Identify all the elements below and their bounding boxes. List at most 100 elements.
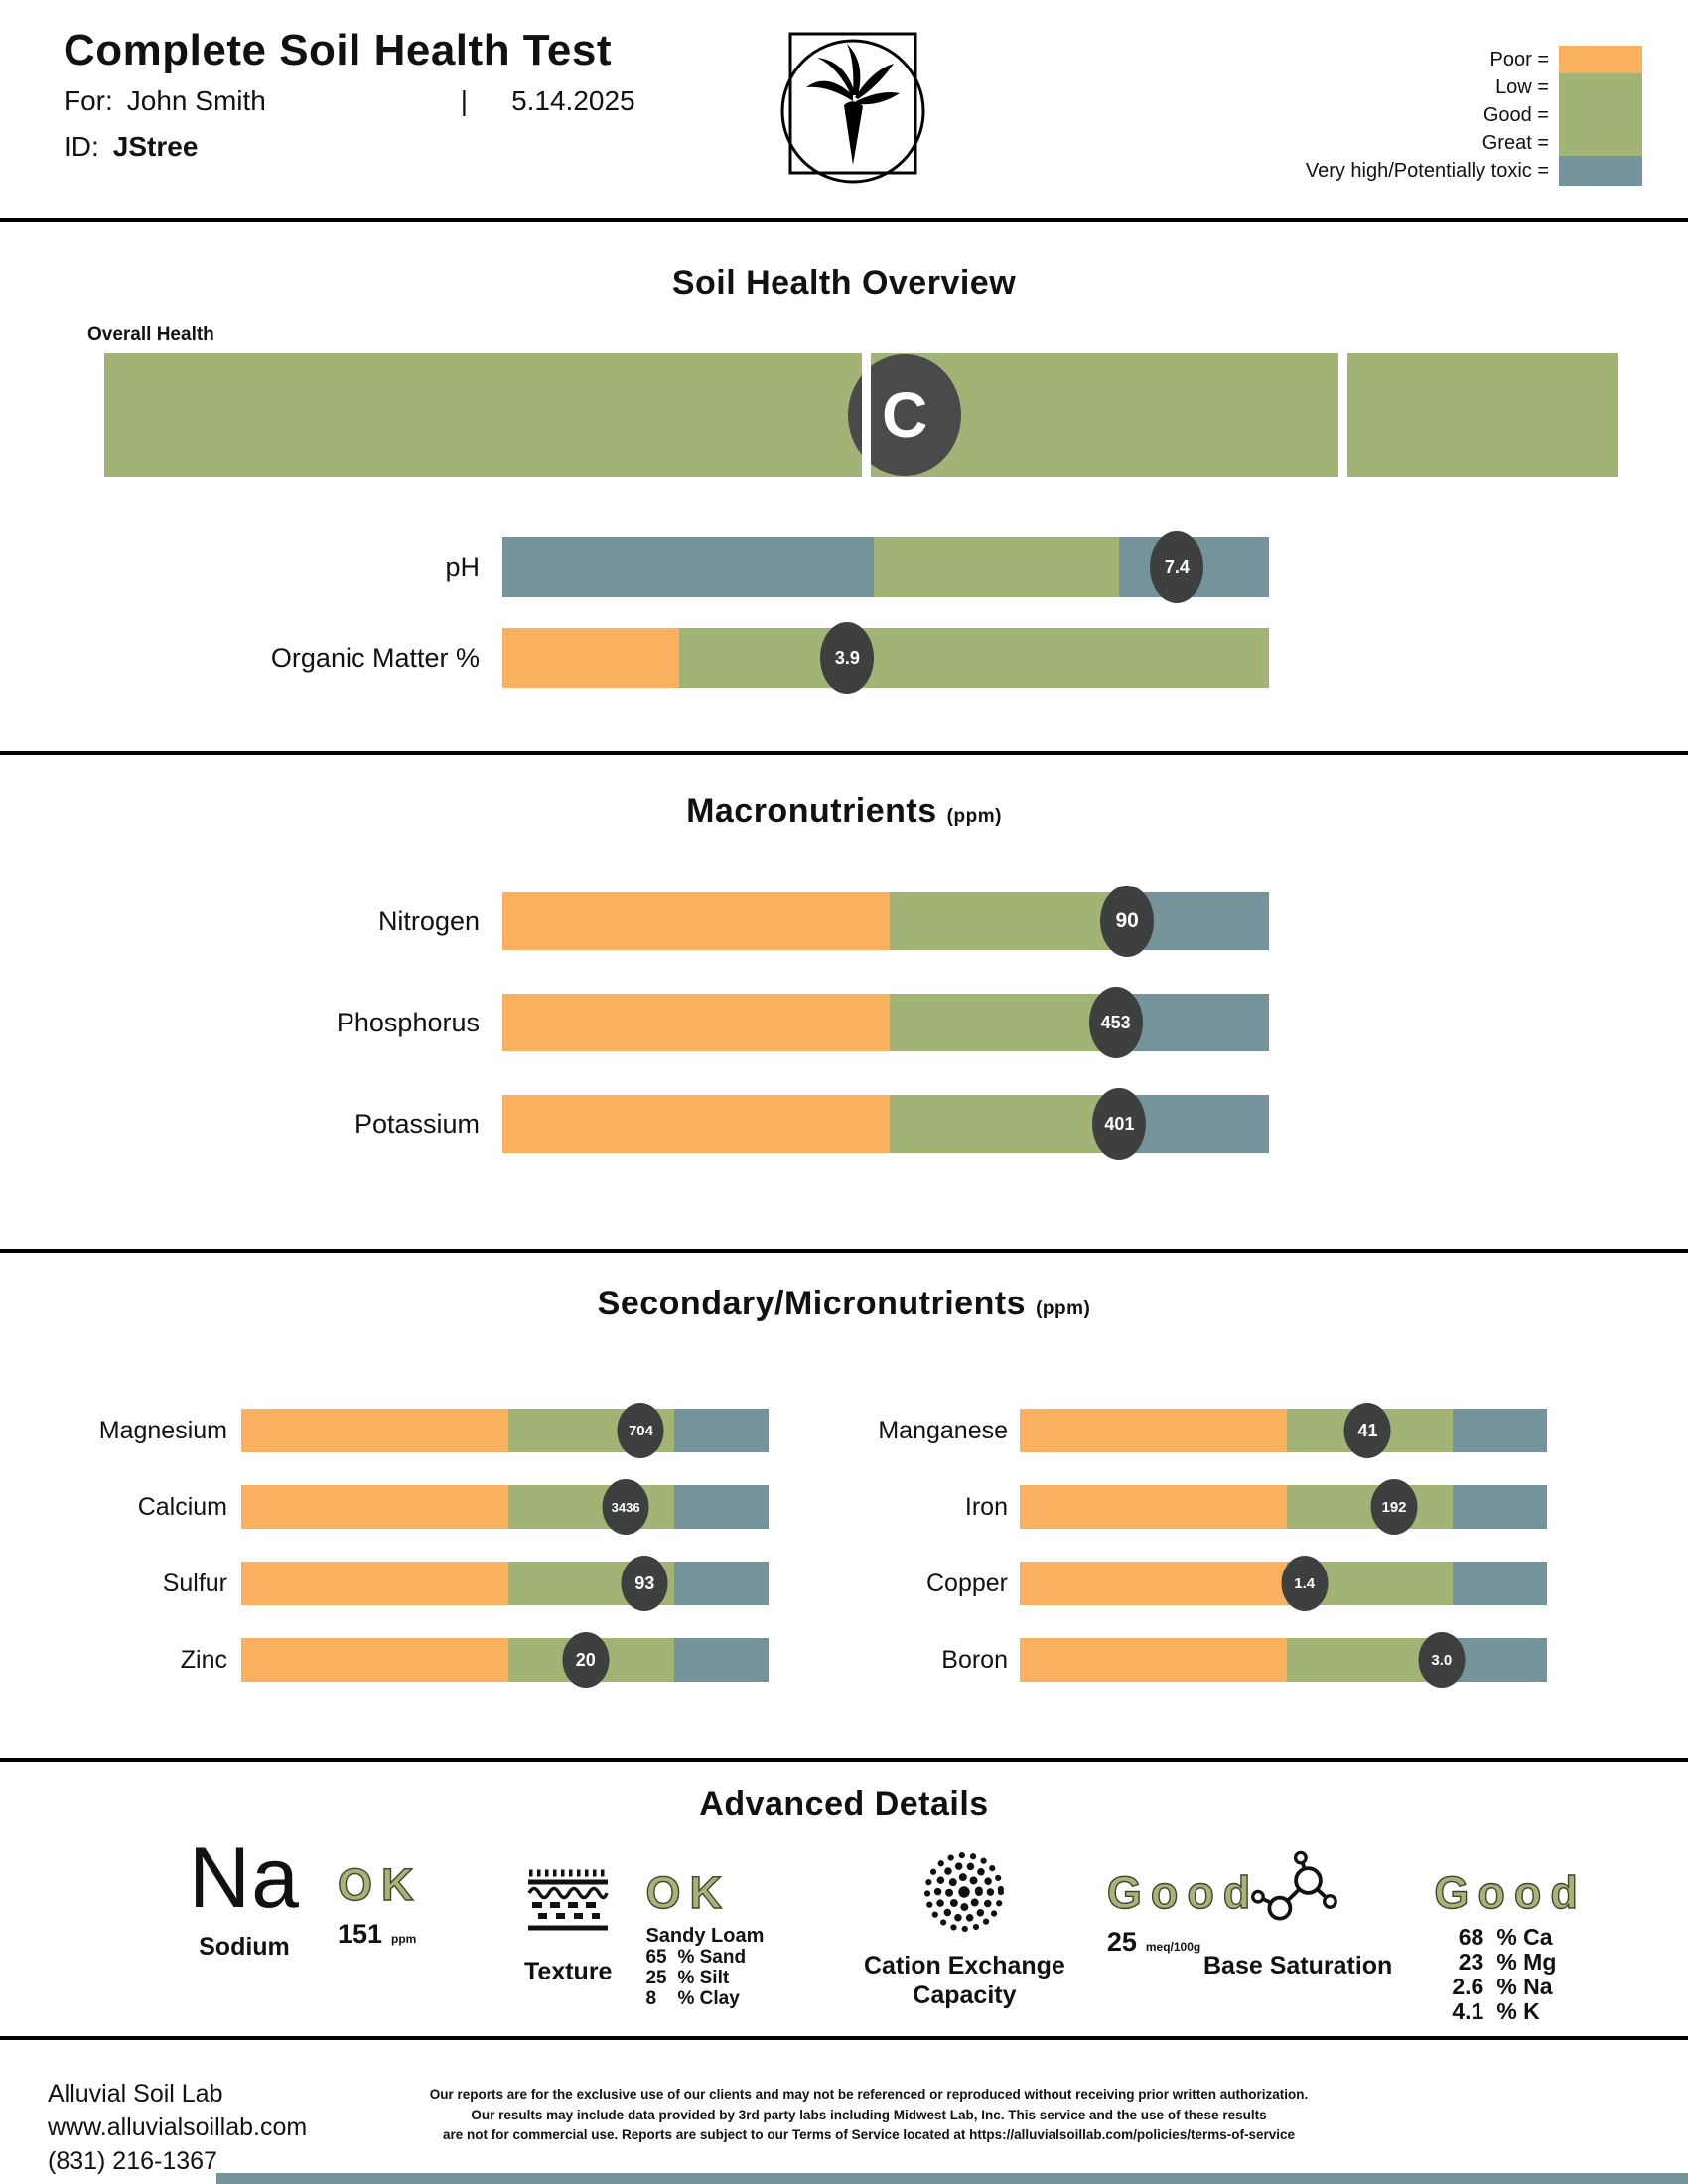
micronutrients-title-text: Secondary/Micronutrients [597, 1285, 1027, 1322]
composition-unit: % Na [1496, 1974, 1553, 1999]
nutrient-row-calcium: Calcium 3436 [0, 1479, 769, 1535]
bar-segment-slate [1133, 892, 1269, 950]
divider-rule [0, 751, 1688, 755]
macronutrients-unit: (ppm) [946, 806, 1002, 827]
legend-swatch-toxic [1559, 156, 1642, 186]
sodium-unit: ppm [391, 1932, 417, 1946]
lab-logo-carrot-icon [761, 14, 949, 209]
composition-value: 23 [1458, 1949, 1484, 1975]
texture-rating: OK [645, 1867, 731, 1918]
bar-segment-orange [241, 1485, 509, 1529]
bar-segment-green [889, 892, 1134, 950]
bar-segment-orange [1020, 1409, 1288, 1452]
bar-segment-slate [1453, 1562, 1547, 1605]
cec-detail: Cation Exchange Capacity Good 25 meq/100… [864, 1843, 1259, 2010]
divider-rule [0, 1758, 1688, 1762]
composition-row: 68 % Ca [1434, 1925, 1586, 1950]
footer-contact: Alluvial Soil Lab www.alluvialsoillab.co… [48, 2077, 307, 2178]
legend-color-scale [1559, 46, 1642, 186]
composition-value: 2.6 [1452, 1974, 1484, 1999]
bar-segment-orange [241, 1409, 509, 1452]
bar-segment-orange [502, 628, 679, 688]
bar-segment-orange [502, 1095, 890, 1153]
composition-row: 8% Clay [645, 1988, 764, 2009]
bar-label: Iron [964, 1492, 1008, 1521]
company-phone: (831) 216-1367 [48, 2147, 217, 2175]
legend-label: Poor = [1489, 49, 1549, 70]
overview-title-text: Soil Health Overview [671, 264, 1017, 302]
sample-id-line: ID: JStree [64, 131, 635, 163]
bar-segment-slate [1133, 994, 1269, 1051]
sulfur-bar: 93 [241, 1556, 769, 1611]
bar-segment-orange [241, 1562, 509, 1605]
composition-unit: % Mg [1496, 1949, 1557, 1975]
company-name: Alluvial Soil Lab [48, 2080, 223, 2108]
overall-health-bar: C [104, 353, 1618, 477]
composition-unit: % K [1496, 1998, 1540, 2024]
disclaimer-line: Our reports are for the exclusive use of… [429, 2087, 1309, 2102]
value-marker: 192 [1370, 1479, 1418, 1535]
disclaimer-line: are not for commercial use. Reports are … [442, 2127, 1295, 2142]
composition-unit: % Silt [677, 1968, 730, 1988]
bar-segment-green [508, 1485, 675, 1529]
bar-label: Magnesium [98, 1416, 227, 1444]
iron-bar: 192 [1020, 1479, 1547, 1535]
footer-disclaimer: Our reports are for the exclusive use of… [387, 2085, 1350, 2146]
header: Complete Soil Health Test For: John Smit… [64, 26, 635, 163]
bar-segment-slate [674, 1562, 769, 1605]
micronutrients-unit: (ppm) [1036, 1298, 1091, 1319]
bottom-accent-strip [216, 2173, 1688, 2184]
client-date-line: For: John Smith | 5.14.2025 [64, 85, 635, 117]
calcium-bar: 3436 [241, 1479, 769, 1535]
value-marker: 7.4 [1150, 531, 1204, 603]
ph-bar: 7.4 [502, 531, 1269, 603]
bar-label: pH [445, 551, 480, 582]
overall-grade: C [882, 379, 928, 451]
value-marker: 3.9 [820, 622, 875, 694]
composition-value: 8 [645, 1988, 657, 2009]
value-marker: 93 [621, 1556, 668, 1611]
for-label: For: [64, 85, 113, 116]
phosphorus-bar: 453 [502, 987, 1269, 1058]
bar-label: Calcium [137, 1492, 227, 1521]
report-title: Complete Soil Health Test [64, 26, 612, 74]
legend-label: Very high/Potentially toxic = [1305, 160, 1549, 182]
bar-label: Sulfur [162, 1569, 227, 1597]
composition-row: 2.6 % Na [1434, 1975, 1586, 1999]
composition-unit: % Sand [677, 1947, 747, 1968]
value-marker: 41 [1343, 1403, 1391, 1458]
molecule-icon [1248, 1850, 1347, 1937]
sodium-detail: Na Sodium OK 151 ppm [189, 1836, 422, 1962]
rating-legend: Poor =Low =Good =Great =Very high/Potent… [1306, 46, 1642, 186]
legend-labels: Poor =Low =Good =Great =Very high/Potent… [1306, 46, 1549, 185]
bar-segment-slate [1453, 1485, 1547, 1529]
bar-segment-orange [1020, 1485, 1288, 1529]
composition-unit: % Ca [1496, 1924, 1553, 1950]
divider-rule [0, 2036, 1688, 2040]
bar-segment-slate [674, 1638, 769, 1682]
nutrient-row-iron: Iron 192 [844, 1479, 1547, 1535]
legend-label: Good = [1482, 104, 1549, 126]
legend-label: Great = [1481, 132, 1549, 154]
nitrogen-bar: 90 [502, 886, 1269, 957]
disclaimer-line: Our results may include data provided by… [471, 2107, 1267, 2122]
zinc-bar: 20 [241, 1632, 769, 1688]
grade-zone-divider [861, 353, 871, 477]
cec-label-line2: Capacity [913, 1981, 1017, 2009]
client-name: John Smith [126, 85, 266, 116]
bar-segment-orange [1020, 1562, 1288, 1605]
value-marker: 704 [617, 1403, 664, 1458]
composition-value: 68 [1458, 1924, 1484, 1950]
bar-segment-slate [1453, 1638, 1547, 1682]
value-marker: 401 [1092, 1088, 1147, 1160]
potassium-bar: 401 [502, 1088, 1269, 1160]
